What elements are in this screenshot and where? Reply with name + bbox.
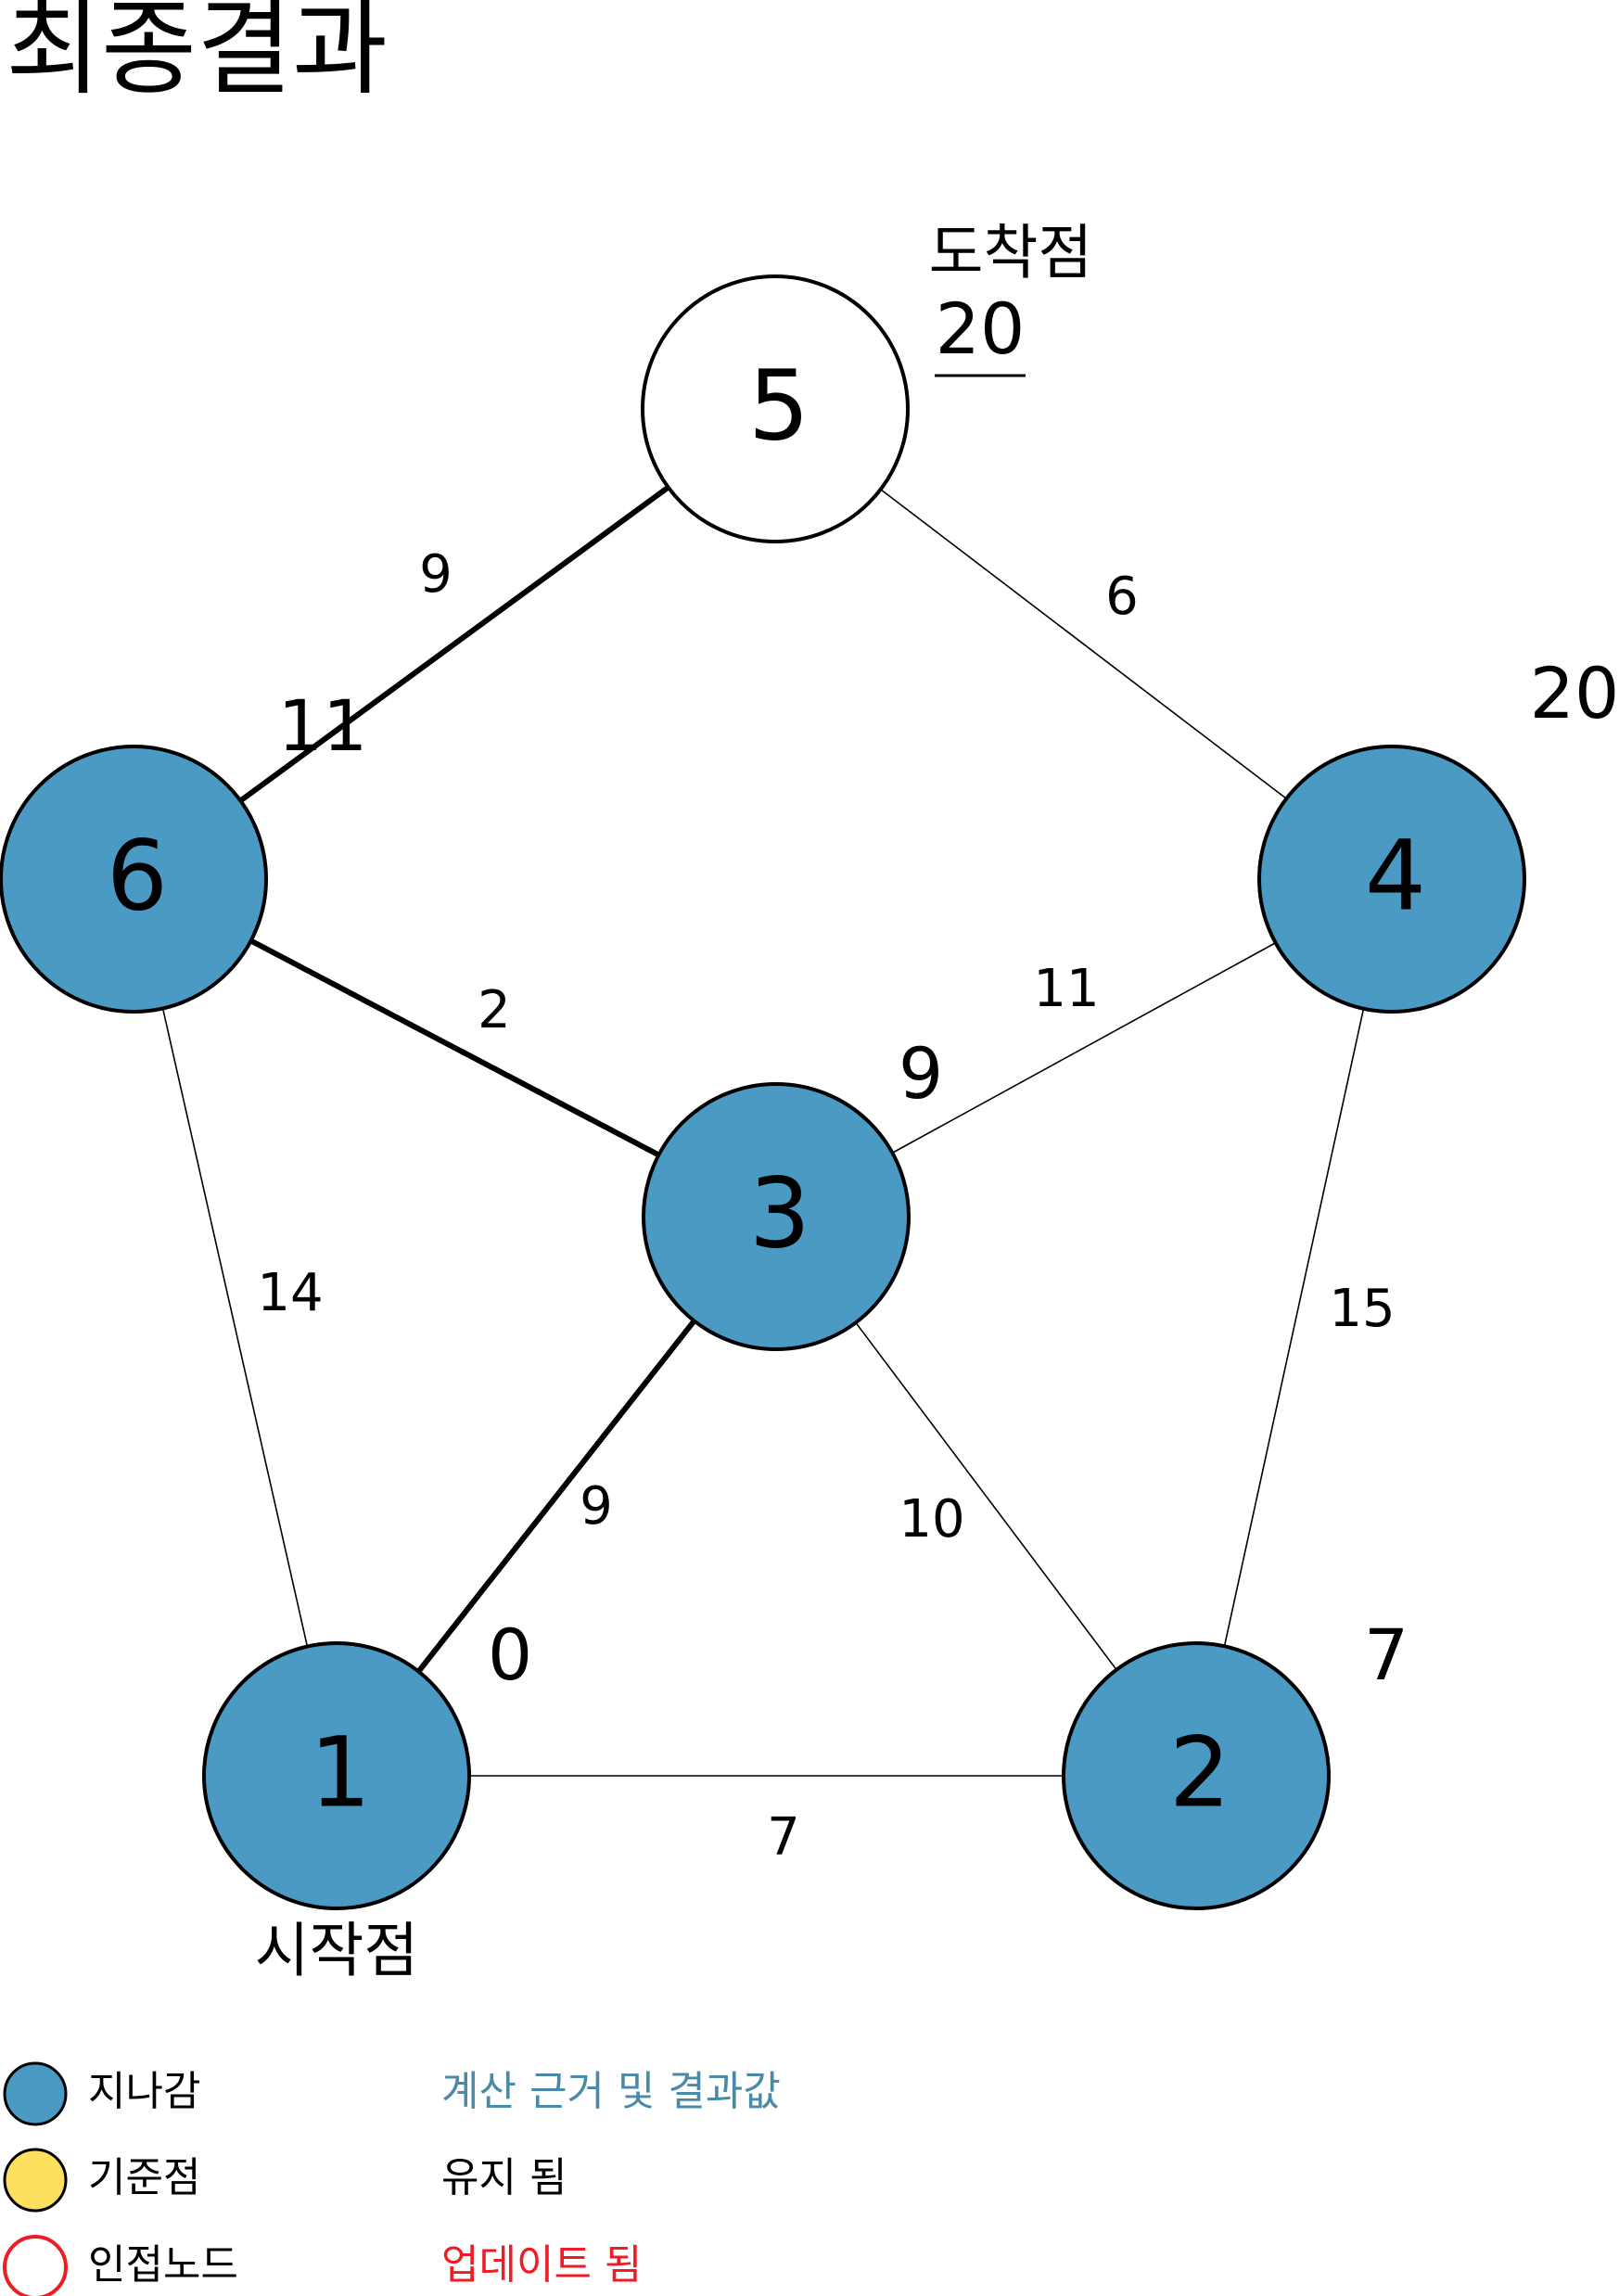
node-4: 4: [1257, 745, 1526, 1014]
page-title: 최종결과: [6, 0, 389, 109]
distance-node-3: 9: [899, 1032, 943, 1115]
edge-3-4: [891, 941, 1277, 1154]
edge-3-6: [248, 938, 662, 1158]
legend-note-reference: 유지 됨: [441, 2154, 567, 2201]
node-3: 3: [642, 1082, 911, 1351]
legend-note-adjacent: 업데이트 됨: [441, 2241, 642, 2289]
edges-layer: [161, 484, 1365, 1777]
edge-5-6: [237, 484, 671, 804]
node-label-4: 4: [1365, 819, 1426, 932]
node-circle-5: [641, 274, 910, 543]
edge-2-4: [1223, 1007, 1365, 1648]
nodes-layer: 1 2 3 4 5 6: [0, 274, 1526, 1910]
legend-note-visited: 계산 근거 및 결과값: [441, 2068, 781, 2115]
edge-weight-1-2: 7: [767, 1807, 800, 1868]
edge-weight-3-6: 2: [478, 980, 511, 1040]
edge-1-6: [161, 1007, 309, 1648]
distance-node-1: 0: [488, 1614, 532, 1696]
node-6: 6: [0, 745, 268, 1014]
legend-label-reference: 기준점: [88, 2154, 200, 2201]
start-label: 시작점: [255, 1918, 419, 1986]
legend-item-reference: 기준점 유지 됨: [3, 2148, 567, 2213]
edge-weight-5-6: 9: [419, 544, 453, 605]
node-5: 5: [641, 274, 910, 543]
distance-node-6: 11: [278, 684, 368, 767]
node-label-2: 2: [1169, 1716, 1230, 1829]
legend-item-adjacent: 인접노드 업데이트 됨: [3, 2235, 642, 2296]
edge-weight-3-4: 11: [1033, 959, 1099, 1019]
edge-weight-2-3: 10: [899, 1489, 964, 1550]
node-1: 1: [202, 1641, 471, 1910]
legend-label-visited: 지나감: [88, 2068, 200, 2115]
node-circle-1: [202, 1641, 471, 1910]
node-2: 2: [1062, 1641, 1331, 1910]
legend-label-adjacent: 인접노드: [88, 2241, 238, 2289]
node-label-1: 1: [310, 1716, 371, 1829]
legend-swatch-visited: [3, 2061, 68, 2126]
edge-weight-1-6: 14: [257, 1263, 323, 1323]
edge-4-5: [879, 488, 1288, 800]
distance-node-2: 7: [1364, 1614, 1409, 1696]
node-label-5: 5: [748, 349, 810, 462]
node-circle-4: [1257, 745, 1526, 1014]
distance-node-4: 20: [1530, 652, 1619, 734]
node-circle-3: [642, 1082, 911, 1351]
legend-swatch-reference: [3, 2148, 68, 2213]
node-circle-6: [0, 745, 268, 1014]
edge-weight-2-4: 15: [1329, 1279, 1395, 1339]
end-label: 도착점: [929, 220, 1093, 288]
legend-item-visited: 지나감 계산 근거 및 결과값: [3, 2061, 781, 2126]
legend-swatch-adjacent: [3, 2235, 68, 2296]
distance-node-5: 20: [936, 287, 1026, 370]
edge-weight-4-5: 6: [1105, 567, 1139, 627]
edge-2-3: [855, 1321, 1117, 1671]
edge-weight-1-3: 9: [580, 1476, 613, 1537]
edge-1-3: [415, 1318, 697, 1675]
node-label-6: 6: [107, 819, 168, 932]
node-circle-2: [1062, 1641, 1331, 1910]
node-label-3: 3: [749, 1156, 810, 1269]
